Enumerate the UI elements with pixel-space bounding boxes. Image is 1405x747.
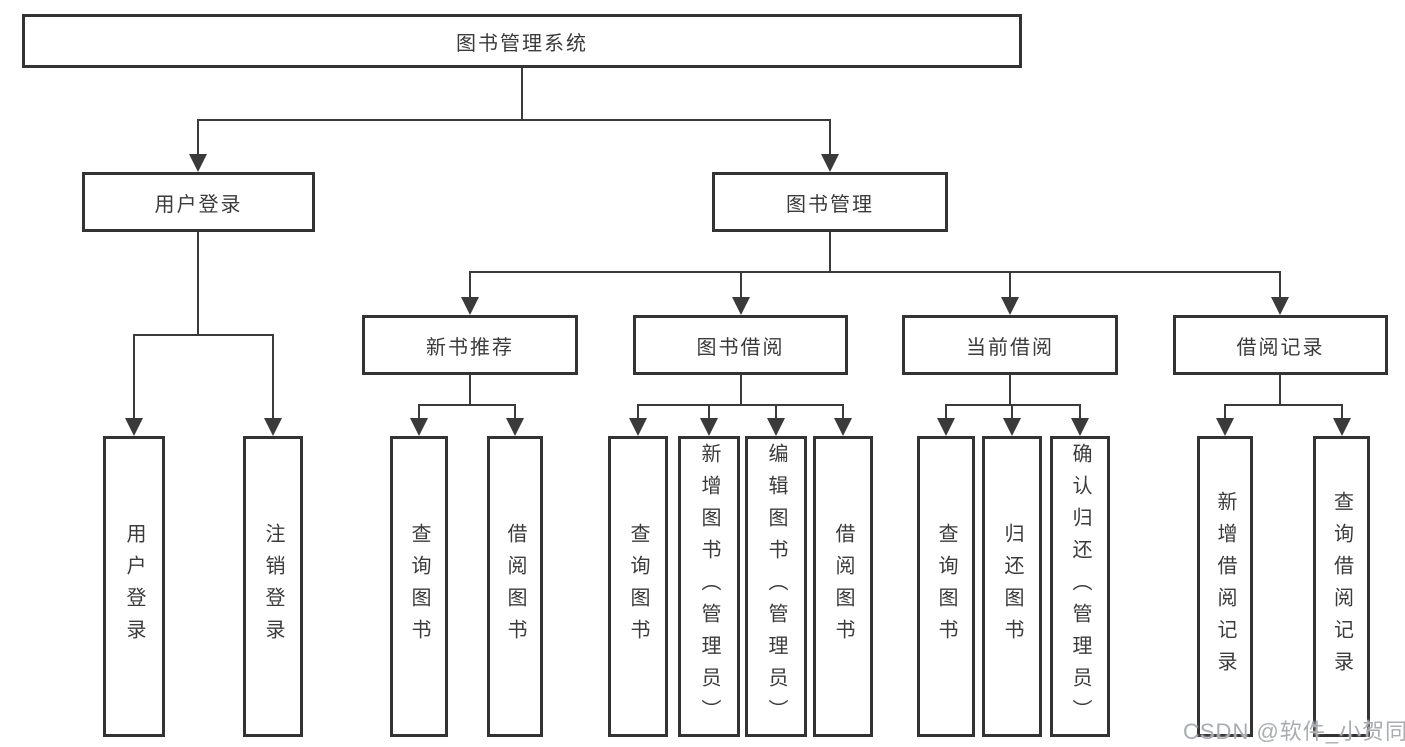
- leaf-logout-label: 注销登录: [262, 522, 284, 651]
- leaf-add-book-admin-label: 新增图书（管理员）: [698, 442, 720, 731]
- node-current-borrow-label: 当前借阅: [966, 336, 1054, 359]
- node-user-login-label: 用户登录: [154, 193, 243, 216]
- node-borrow-records: 借阅记录: [1173, 315, 1388, 375]
- connector-line: [418, 404, 420, 420]
- leaf-borrow-book: 借阅图书: [813, 436, 873, 737]
- connector-line: [1009, 375, 1011, 406]
- arrow-down-icon: [264, 418, 282, 436]
- connector-line: [514, 404, 516, 420]
- connector-line: [829, 232, 831, 273]
- leaf-user-login: 用户登录: [103, 436, 165, 737]
- leaf-query-borrow-record: 查询借阅记录: [1313, 436, 1370, 737]
- leaf-query-book-current: 查询图书: [917, 436, 975, 737]
- leaf-edit-book-admin-label: 编辑图书（管理员）: [765, 442, 787, 731]
- leaf-query-book-borrow-label: 查询图书: [627, 522, 649, 651]
- leaf-borrow-book-recommend: 借阅图书: [487, 436, 543, 737]
- leaf-borrow-book-recommend-label: 借阅图书: [504, 522, 526, 651]
- leaf-confirm-return-admin: 确认归还（管理员）: [1050, 436, 1110, 737]
- arrow-down-icon: [1333, 418, 1351, 436]
- leaf-edit-book-admin: 编辑图书（管理员）: [745, 436, 807, 737]
- leaf-user-login-label: 用户登录: [123, 522, 145, 651]
- connector-line: [945, 404, 947, 420]
- arrow-down-icon: [461, 297, 479, 315]
- connector-line: [469, 271, 471, 299]
- connector-line: [708, 404, 710, 420]
- leaf-query-book-recommend: 查询图书: [390, 436, 448, 737]
- leaf-query-book-borrow: 查询图书: [608, 436, 668, 737]
- connector-line: [829, 119, 831, 157]
- node-borrow-records-label: 借阅记录: [1236, 336, 1325, 359]
- watermark: CSDN @软件_小贺同学: [1183, 719, 1405, 744]
- leaf-borrow-book-label: 借阅图书: [832, 522, 854, 651]
- leaf-return-book: 归还图书: [982, 436, 1042, 737]
- connector-line: [1279, 271, 1281, 299]
- connector-line: [775, 404, 777, 420]
- connector-line: [1079, 404, 1081, 420]
- connector-line: [1009, 271, 1011, 299]
- connector-line: [469, 375, 471, 406]
- arrow-down-icon: [937, 418, 955, 436]
- arrow-down-icon: [125, 418, 143, 436]
- connector-line: [1224, 404, 1342, 406]
- arrow-down-icon: [1271, 297, 1289, 315]
- connector-line: [637, 404, 843, 406]
- connector-line: [842, 404, 844, 420]
- connector-line: [272, 334, 274, 420]
- connector-line: [133, 334, 274, 336]
- leaf-add-borrow-record: 新增借阅记录: [1197, 436, 1253, 737]
- node-book-management: 图书管理: [712, 172, 948, 232]
- arrow-down-icon: [506, 418, 524, 436]
- leaf-add-book-admin: 新增图书（管理员）: [678, 436, 740, 737]
- connector-line: [469, 271, 1281, 273]
- arrow-down-icon: [1003, 418, 1021, 436]
- leaf-query-book-current-label: 查询图书: [935, 522, 957, 651]
- connector-line: [197, 232, 199, 336]
- arrow-down-icon: [732, 297, 750, 315]
- connector-line: [521, 68, 523, 121]
- connector-line: [197, 119, 831, 121]
- arrow-down-icon: [1001, 297, 1019, 315]
- node-book-management-label: 图书管理: [786, 193, 874, 216]
- connector-line: [418, 404, 516, 406]
- leaf-return-book-label: 归还图书: [1001, 522, 1023, 651]
- connector-line: [740, 375, 742, 406]
- connector-line: [1011, 404, 1013, 420]
- leaf-logout: 注销登录: [243, 436, 303, 737]
- connector-line: [1224, 404, 1226, 420]
- node-user-login: 用户登录: [82, 172, 315, 232]
- connector-line: [197, 119, 199, 157]
- connector-line: [1341, 404, 1343, 420]
- connector-line: [637, 404, 639, 420]
- leaf-add-borrow-record-label: 新增借阅记录: [1214, 490, 1236, 683]
- node-book-borrow-label: 图书借阅: [696, 336, 785, 359]
- connector-line: [1279, 375, 1281, 406]
- arrow-down-icon: [1216, 418, 1234, 436]
- node-book-borrow: 图书借阅: [633, 315, 848, 375]
- connector-line: [133, 334, 135, 420]
- arrow-down-icon: [834, 418, 852, 436]
- node-new-book-recommend: 新书推荐: [362, 315, 578, 375]
- arrow-down-icon: [629, 418, 647, 436]
- node-new-book-recommend-label: 新书推荐: [426, 336, 514, 359]
- node-current-borrow: 当前借阅: [902, 315, 1118, 375]
- leaf-query-book-recommend-label: 查询图书: [408, 522, 430, 651]
- arrow-down-icon: [821, 154, 839, 172]
- arrow-down-icon: [700, 418, 718, 436]
- arrow-down-icon: [410, 418, 428, 436]
- arrow-down-icon: [767, 418, 785, 436]
- arrow-down-icon: [1071, 418, 1089, 436]
- connector-line: [740, 271, 742, 299]
- node-root-label: 图书管理系统: [456, 32, 588, 55]
- leaf-confirm-return-admin-label: 确认归还（管理员）: [1069, 442, 1091, 731]
- node-root: 图书管理系统: [22, 14, 1022, 68]
- arrow-down-icon: [189, 154, 207, 172]
- leaf-query-borrow-record-label: 查询借阅记录: [1330, 490, 1353, 683]
